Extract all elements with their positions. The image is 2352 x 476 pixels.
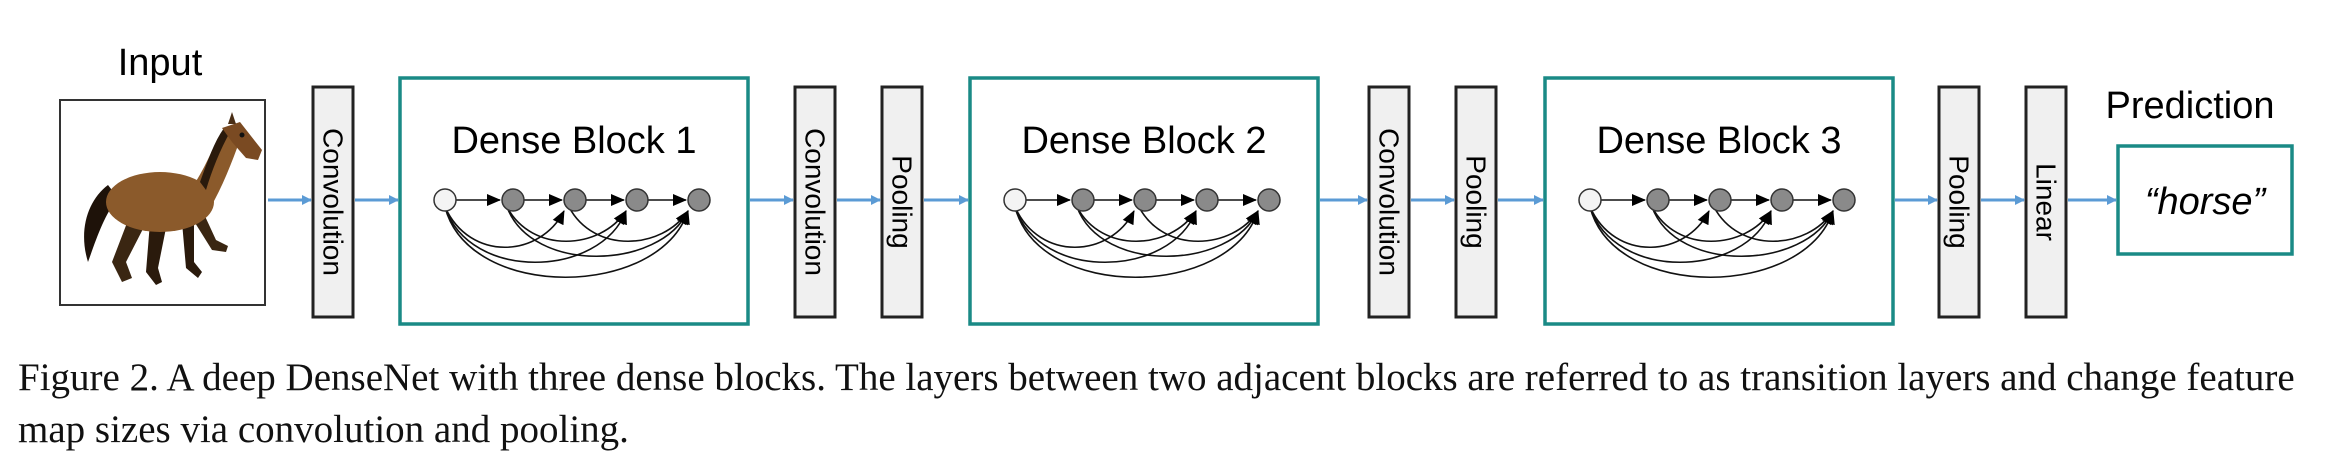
layer-pool1-label: Pooling [887, 155, 918, 248]
dense-block-3-node [1578, 188, 1602, 212]
dense-block-2-node [1133, 188, 1157, 212]
layer-conv1-label: Convolution [800, 128, 831, 276]
dense-block-1-label: Dense Block 1 [451, 120, 696, 162]
layer-linear-label: Linear [2031, 163, 2062, 241]
dense-block-2-node [1003, 188, 1027, 212]
layer-conv2: Convolution [1367, 85, 1411, 319]
dense-block-2-node [1257, 188, 1281, 212]
dense-block-2-node [1195, 188, 1219, 212]
figure-caption: Figure 2. A deep DenseNet with three den… [18, 356, 2295, 451]
horse-image [59, 99, 266, 306]
dense-block-3-node [1770, 188, 1794, 212]
layer-conv0: Convolution [311, 85, 355, 319]
dense-block-2-label: Dense Block 2 [1021, 120, 1266, 162]
layer-conv2-label: Convolution [1374, 128, 1405, 276]
dense-block-1-node [433, 188, 457, 212]
prediction-text: “horse” [2145, 181, 2268, 223]
dense-block-1-node [625, 188, 649, 212]
dense-block-1-node [687, 188, 711, 212]
dense-block-1-node [563, 188, 587, 212]
dense-block-3-node [1708, 188, 1732, 212]
dense-block-2: Dense Block 2 [968, 76, 1320, 326]
layer-pool2: Pooling [1454, 85, 1498, 319]
layer-conv0-label: Convolution [318, 128, 349, 276]
layer-linear: Linear [2024, 85, 2068, 319]
prediction-box [2116, 144, 2294, 256]
dense-block-1-node [501, 188, 525, 212]
input-label: Input [118, 42, 203, 84]
dense-block-3-node [1832, 188, 1856, 212]
dense-block-3-label: Dense Block 3 [1596, 120, 1841, 162]
dense-block-2-node [1071, 188, 1095, 212]
dense-block-3-node [1646, 188, 1670, 212]
dense-block-1: Dense Block 1 [398, 76, 750, 326]
layer-pool2-label: Pooling [1461, 155, 1492, 248]
dense-block-3: Dense Block 3 [1543, 76, 1895, 326]
layer-pool3-label: Pooling [1944, 155, 1975, 248]
layer-pool3: Pooling [1937, 85, 1981, 319]
output-label: Prediction [2106, 85, 2275, 127]
densenet-diagram: Input Prediction “horse” Convolution Con… [59, 42, 2294, 326]
layer-pool1: Pooling [880, 85, 924, 319]
layer-conv1: Convolution [793, 85, 837, 319]
